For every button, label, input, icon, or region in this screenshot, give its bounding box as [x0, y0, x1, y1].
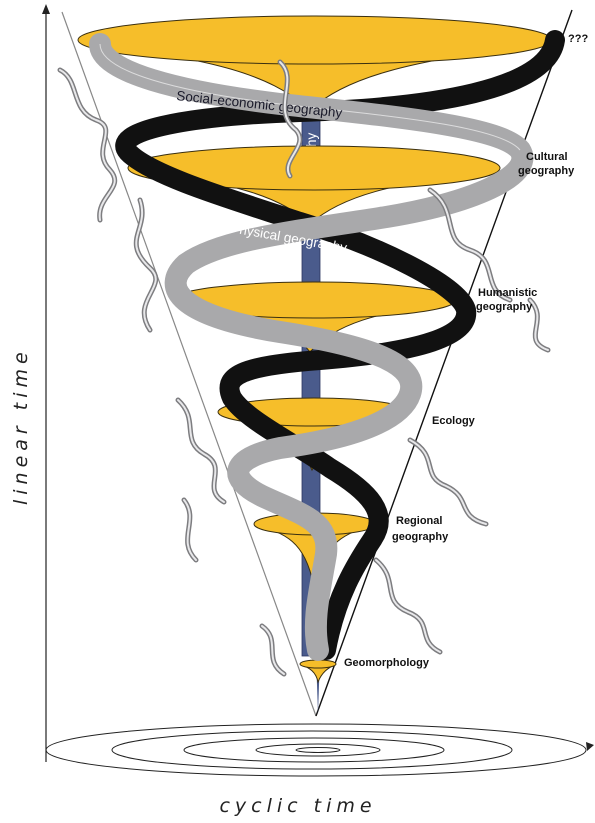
- funnel-6: [300, 660, 336, 682]
- ecology-label: Ecology: [432, 415, 476, 427]
- humanistic-label-2: geography: [476, 301, 533, 313]
- cultural-label-1: Cultural: [526, 151, 568, 163]
- humanistic-label-1: Humanistic: [478, 287, 537, 299]
- cyclic-time-label: cyclic time: [219, 795, 376, 817]
- base-spiral: [46, 724, 586, 776]
- linear-time-label: linear time: [10, 347, 32, 505]
- regional-label-1: Regional: [396, 515, 442, 527]
- linear-time-arrowhead: [42, 4, 50, 14]
- top-question-label: ???: [568, 33, 588, 45]
- regional-label-2: geography: [392, 531, 449, 543]
- geomorphology-label: Geomorphology: [344, 657, 430, 669]
- cyclic-time-arrowhead: [586, 742, 594, 751]
- cultural-label-2: geography: [518, 165, 575, 177]
